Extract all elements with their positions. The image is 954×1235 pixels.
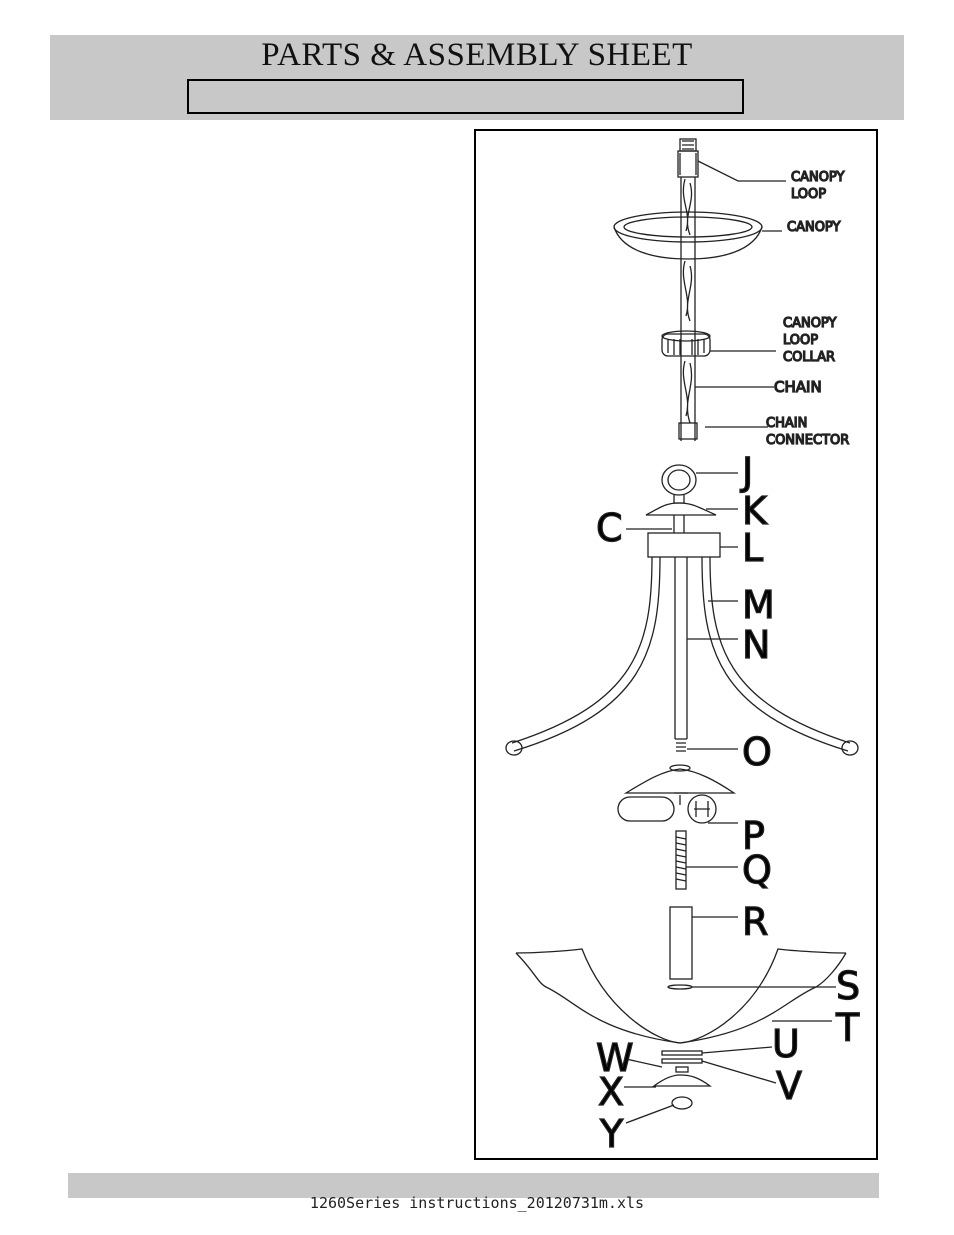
- part-label-S: S: [836, 964, 860, 1008]
- cap-drawing: [645, 502, 717, 516]
- part-label-N: N: [742, 623, 770, 667]
- part-label-X: X: [598, 1070, 624, 1114]
- callout-canopy-loop-line2: LOOP: [791, 187, 826, 202]
- footer-filename: 1260Series instructions_20120731m.xls: [309, 1194, 645, 1212]
- part-label-Q: Q: [742, 848, 772, 892]
- threaded-rod-drawing: [675, 830, 687, 890]
- part-label-M: M: [742, 583, 775, 627]
- callout-chain: CHAIN: [774, 378, 822, 396]
- cover-tube-drawing: [669, 906, 693, 980]
- callout-connector-line1: CHAIN: [766, 416, 807, 431]
- callout-collar-line1: CANOPY: [783, 316, 836, 331]
- part-label-V: V: [776, 1064, 802, 1108]
- part-label-P: P: [742, 814, 765, 858]
- part-label-U: U: [772, 1022, 800, 1066]
- glass-bowl-drawing: [515, 948, 847, 1044]
- part-label-L: L: [742, 526, 763, 570]
- center-stem-drawing: [674, 557, 688, 752]
- loop-ring-drawing: [661, 464, 697, 504]
- finial-stack-drawing: [652, 1050, 712, 1110]
- title-field: [187, 79, 744, 114]
- part-label-Y: Y: [599, 1112, 624, 1156]
- canopy-loop-drawing: [677, 138, 699, 178]
- footer-band: [68, 1173, 879, 1198]
- canopy-drawing: [613, 211, 763, 260]
- body-drawing: [647, 532, 721, 558]
- chain-drawing: [678, 177, 698, 441]
- callout-leaders: [695, 160, 786, 428]
- socket-drawing: [617, 764, 737, 824]
- collar-drawing: [661, 330, 711, 357]
- header-band: PARTS & ASSEMBLY SHEET: [50, 35, 904, 120]
- part-label-K: K: [742, 489, 768, 533]
- callout-canopy: CANOPY: [787, 220, 840, 235]
- washer-drawing: [667, 984, 693, 990]
- arms-drawing: [505, 556, 859, 756]
- assembly-diagram: CANOPY LOOP CANOPY CANOPY LOOP COLLAR CH…: [474, 129, 878, 1160]
- callout-canopy-loop-line1: CANOPY: [791, 170, 844, 185]
- part-label-C: C: [596, 506, 623, 550]
- assembly-drawing: CANOPY LOOP CANOPY CANOPY LOOP COLLAR CH…: [505, 138, 861, 1157]
- page-title: PARTS & ASSEMBLY SHEET: [261, 37, 693, 73]
- part-label-R: R: [742, 900, 768, 944]
- callout-collar-line3: COLLAR: [783, 350, 835, 365]
- part-label-T: T: [835, 1006, 860, 1050]
- part-label-W: W: [596, 1036, 634, 1080]
- callout-connector-line2: CONNECTOR: [766, 433, 849, 448]
- part-label-J: J: [740, 450, 753, 494]
- callout-collar-line2: LOOP: [783, 333, 818, 348]
- part-label-O: O: [742, 730, 772, 774]
